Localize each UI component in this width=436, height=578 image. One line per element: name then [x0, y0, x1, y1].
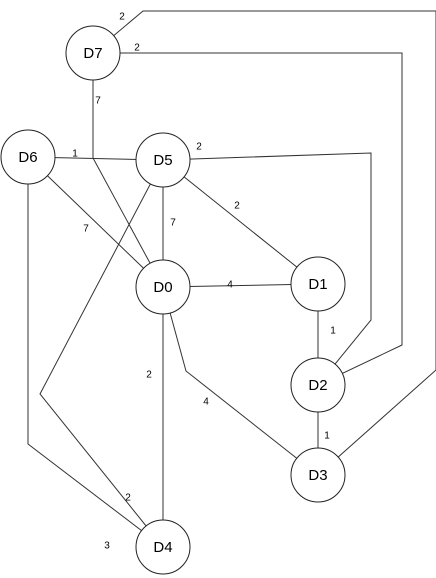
edge-d7-d2 — [93, 52, 403, 386]
edge-weight-d5-d1: 2 — [234, 201, 240, 212]
edges-layer: 7 2 2 1 7 3 7 2 2 2 4 4 2 1 1 — [27, 10, 436, 552]
edge-d5-d1 — [162, 159, 319, 285]
node-d7: D7 — [65, 25, 121, 81]
node-circle — [0, 129, 56, 185]
edge-weight-d0-d1: 4 — [227, 280, 233, 291]
node-circle — [290, 256, 346, 312]
edge-weight-d5-d0: 7 — [170, 218, 176, 229]
edge-weight-d7-d0: 7 — [95, 96, 101, 107]
node-label: D1 — [308, 276, 327, 293]
edge-weight-d2-d3: 1 — [324, 431, 330, 442]
node-circle — [65, 25, 121, 81]
edge-weight-d0-d3: 4 — [203, 397, 209, 408]
edge-weight-d5-d4: 2 — [125, 493, 131, 504]
node-circle — [135, 519, 191, 575]
node-d2: D2 — [290, 357, 346, 413]
node-circle — [135, 259, 191, 315]
node-circle — [290, 357, 346, 413]
edge-weight-d5-d2: 2 — [196, 142, 202, 153]
node-d6: D6 — [0, 129, 56, 185]
node-circle — [290, 447, 346, 503]
node-circle — [135, 132, 191, 188]
edge-weight-d7-d2: 2 — [134, 43, 140, 54]
node-label: D6 — [18, 149, 37, 166]
edge-weight-d6-d4: 3 — [104, 541, 110, 552]
node-label: D5 — [153, 152, 172, 169]
node-label: D7 — [83, 45, 102, 62]
edge-d0-d3 — [162, 286, 319, 476]
node-d3: D3 — [290, 447, 346, 503]
edge-weight-d7-d3: 2 — [119, 12, 125, 23]
edge-d5-d2 — [162, 152, 372, 386]
node-d4: D4 — [135, 519, 191, 575]
node-d1: D1 — [290, 256, 346, 312]
node-d0: D0 — [135, 259, 191, 315]
edge-d6-d4 — [27, 157, 164, 548]
edge-d7-d3 — [92, 10, 436, 476]
edge-d5-d4 — [39, 159, 164, 548]
node-label: D2 — [308, 377, 327, 394]
edge-weight-d0-d4: 2 — [146, 370, 152, 381]
node-label: D0 — [153, 279, 172, 296]
edge-d6-d0 — [27, 156, 164, 288]
edge-weight-d6-d0: 7 — [83, 224, 89, 235]
edge-weight-d1-d2: 1 — [330, 326, 336, 337]
node-d5: D5 — [135, 132, 191, 188]
node-label: D4 — [153, 539, 172, 556]
node-label: D3 — [308, 467, 327, 484]
edge-weight-d6-d5: 1 — [72, 149, 78, 160]
